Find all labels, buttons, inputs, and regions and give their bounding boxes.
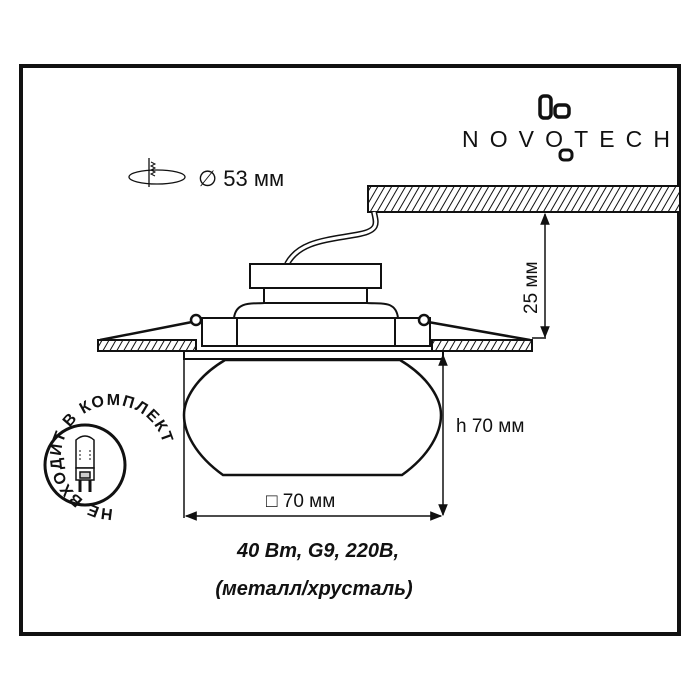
frame-border [19,64,681,636]
ceiling-flange-left [97,339,197,352]
specs-line-1: 40 Вт, G9, 220В, [236,540,399,562]
spring-clips [99,313,531,342]
recessed-cutout-icon [128,158,186,187]
bulb-not-included-badge: НЕ ВХОДИТ В КОМПЛЕКТ [43,392,175,522]
crystal-shade [182,358,443,477]
novotech-logo: NOVOTECH [462,94,670,162]
trim-ring [183,350,444,360]
ceiling-section [367,185,681,213]
depth-label: 25 мм [521,261,542,314]
logo-text: NOVOTECH [462,126,670,152]
logo-mark-icon [538,94,574,162]
width-label: □ 70 мм [266,491,335,512]
ceiling-flange-right [431,339,533,352]
fixture-housing [201,263,431,347]
specs-line-2: (металл/хрусталь) [215,578,413,600]
g9-bulb-icon [75,435,95,492]
height-label: h 70 мм [456,416,524,437]
cutout-diameter-label: ∅ 53 мм [198,166,284,191]
